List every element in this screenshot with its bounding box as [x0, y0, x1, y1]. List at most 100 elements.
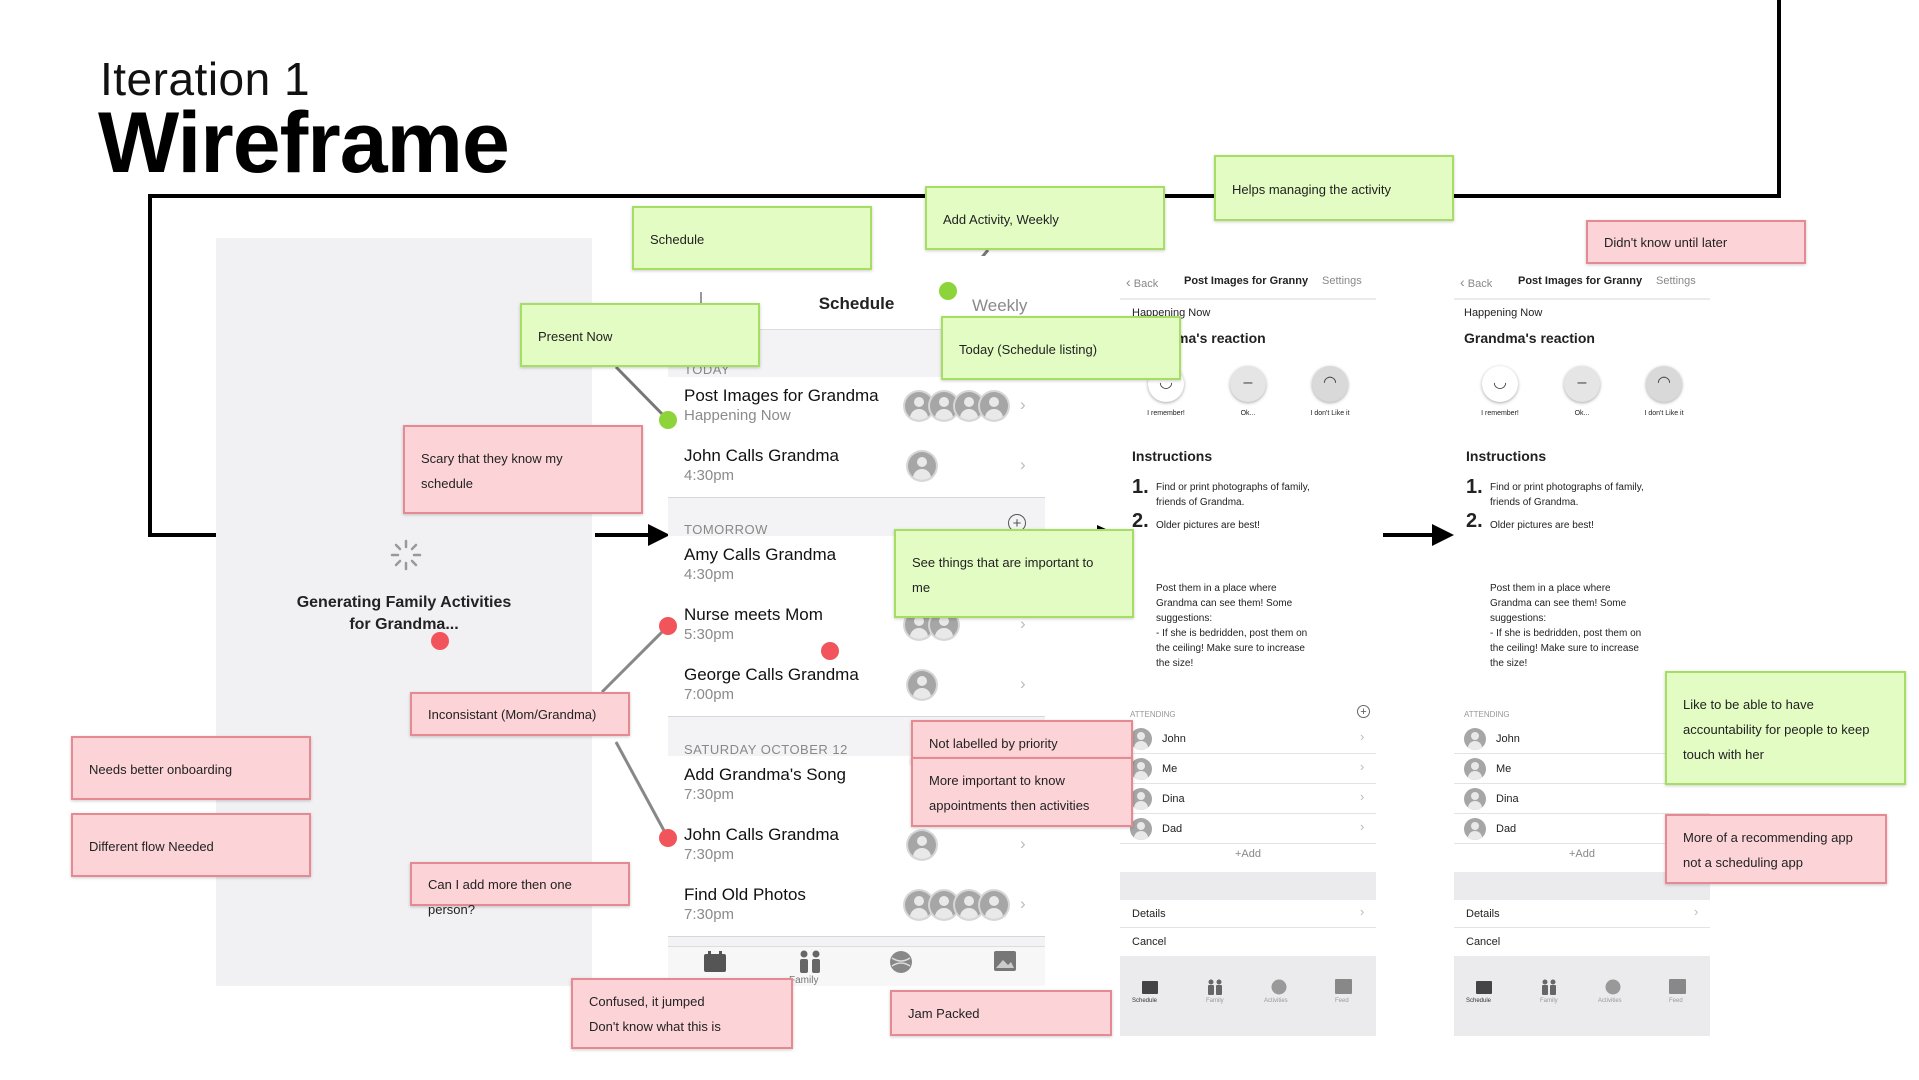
avatar — [908, 671, 936, 699]
red-marker — [659, 617, 677, 635]
schedule-row[interactable]: George Calls Grandma 7:00pm › — [668, 656, 1045, 717]
row-title: Post Images for Grandma — [684, 386, 879, 405]
schedule-row[interactable]: Post Images for Grandma Happening Now › — [668, 377, 1045, 438]
neutral-face-icon[interactable]: – — [1230, 366, 1266, 402]
tab-label: Schedule — [1132, 998, 1158, 1004]
avatar — [1130, 728, 1152, 750]
cancel-row[interactable]: Cancel — [1454, 928, 1710, 956]
schedule-row[interactable]: Find Old Photos 7:30pm › — [668, 876, 1045, 937]
details-row[interactable]: Details› — [1454, 900, 1710, 928]
smile-face-icon[interactable]: ◡ — [1482, 366, 1518, 402]
chevron-right-icon: › — [1020, 674, 1026, 693]
schedule-row[interactable]: John Calls Grandma 4:30pm › — [668, 437, 1045, 498]
chevron-right-icon: › — [1020, 614, 1026, 633]
attendee-row[interactable]: Dina — [1454, 784, 1710, 814]
settings-link[interactable]: Settings — [1656, 275, 1696, 287]
schedule-row[interactable]: Nurse meets Mom 5:30pm › — [668, 596, 1045, 657]
step-number: 1. — [1466, 476, 1483, 498]
sad-face-icon[interactable]: ◠ — [1646, 366, 1682, 402]
sad-face-icon[interactable]: ◠ — [1312, 366, 1348, 402]
chevron-right-icon: › — [1020, 455, 1026, 474]
section-tomorrow: TOMORROW — [684, 522, 768, 537]
calendar-icon[interactable] — [1475, 979, 1493, 995]
red-marker — [431, 632, 449, 650]
calendar-icon[interactable] — [703, 951, 727, 973]
attendee-name: Dina — [1496, 793, 1519, 805]
attendee-name: Me — [1162, 763, 1178, 775]
back-button[interactable]: ‹ Back — [1126, 274, 1158, 290]
neutral-face-icon[interactable]: – — [1564, 366, 1600, 402]
loading-message-line1: Generating Family Activities — [296, 594, 512, 611]
note-didnt-know: Didn't know until later — [1586, 220, 1806, 264]
chevron-right-icon: › — [1360, 904, 1365, 919]
family-icon[interactable] — [1540, 979, 1558, 995]
section-saturday: SATURDAY OCTOBER 12 — [684, 742, 848, 757]
details-row[interactable]: Details › — [1120, 900, 1376, 928]
family-icon[interactable] — [797, 950, 823, 974]
reaction-panel: Grandma's reaction ◡ – ◠ I remember! Ok.… — [1454, 324, 1710, 438]
calendar-icon[interactable] — [1141, 979, 1159, 995]
tab-label: Feed — [1335, 998, 1349, 1004]
weekly-toggle[interactable]: Weekly — [972, 296, 1028, 315]
attendee-row[interactable]: John› — [1120, 724, 1376, 754]
tab-label: Family — [1206, 998, 1224, 1004]
cancel-row[interactable]: Cancel — [1120, 928, 1376, 956]
chevron-right-icon: › — [1360, 819, 1365, 834]
green-marker — [939, 282, 957, 300]
settings-link[interactable]: Settings — [1322, 275, 1362, 287]
chevron-right-icon: › — [1360, 789, 1365, 804]
face-label: Ok... — [1574, 410, 1590, 417]
reaction-title: ma's reaction — [1176, 330, 1266, 346]
step-number: 2. — [1132, 510, 1149, 532]
note-inconsistent: Inconsistant (Mom/Grandma) — [410, 692, 630, 736]
note-add-more: Can I add more then one person? — [410, 862, 630, 917]
avatar — [930, 891, 958, 919]
row-subtitle: 4:30pm — [684, 467, 735, 484]
row-subtitle: 7:30pm — [684, 786, 735, 803]
details-label: Details — [1132, 908, 1166, 920]
attendee-row[interactable]: Dad› — [1120, 814, 1376, 844]
add-attendee-button[interactable]: +Add — [1235, 848, 1261, 860]
back-button[interactable]: ‹ Back — [1460, 274, 1492, 290]
activity-detail-screen-1: ‹ Back Post Images for Granny Settings H… — [1120, 238, 1376, 1036]
page-title: Wireframe — [98, 95, 510, 191]
attendee-name: Me — [1496, 763, 1512, 775]
cancel-label: Cancel — [1132, 936, 1167, 948]
row-title: Nurse meets Mom — [684, 605, 823, 624]
attendee-row[interactable]: Me — [1454, 754, 1710, 784]
avatar — [1464, 818, 1486, 840]
details-label: Details — [1466, 908, 1500, 920]
tab-family-label: Family — [789, 975, 819, 986]
add-attendee-button[interactable]: +Add — [1569, 848, 1595, 860]
note-schedule: Schedule — [632, 206, 872, 270]
activities-icon[interactable] — [1271, 979, 1287, 995]
attendee-row[interactable]: John — [1454, 724, 1710, 754]
feed-icon[interactable] — [993, 950, 1017, 972]
add-person-icon[interactable]: + — [1357, 705, 1370, 718]
row-title: Add Grandma's Song — [684, 765, 847, 784]
note-recommending: More of a recommending app not a schedul… — [1665, 814, 1887, 884]
avatar — [1464, 758, 1486, 780]
green-marker — [659, 411, 677, 429]
feed-icon[interactable] — [1335, 979, 1352, 994]
attendee-row[interactable]: Dad — [1454, 814, 1710, 844]
activities-icon[interactable] — [889, 950, 913, 974]
attendee-row[interactable]: Dina› — [1120, 784, 1376, 814]
instructions-title: Instructions — [1466, 448, 1547, 464]
activities-icon[interactable] — [1605, 979, 1621, 995]
tab-label: Schedule — [1466, 998, 1492, 1004]
activity-detail-screen-2: ‹ Back Post Images for Granny Settings H… — [1454, 238, 1710, 1036]
step-text: Older pictures are best! — [1156, 520, 1260, 531]
loading-message-line2: for Grandma... — [349, 616, 459, 633]
attendee-row[interactable]: Me› — [1120, 754, 1376, 784]
family-icon[interactable] — [1206, 979, 1224, 995]
feed-icon[interactable] — [1669, 979, 1686, 994]
avatar — [1464, 788, 1486, 810]
note-like-accountability: Like to be able to have accountability f… — [1665, 671, 1906, 785]
menu-tick-icon[interactable] — [700, 292, 702, 304]
tab-label: Feed — [1669, 998, 1683, 1004]
avatar — [908, 831, 936, 859]
face-label: Ok... — [1240, 410, 1256, 417]
row-title: Amy Calls Grandma — [684, 545, 837, 564]
